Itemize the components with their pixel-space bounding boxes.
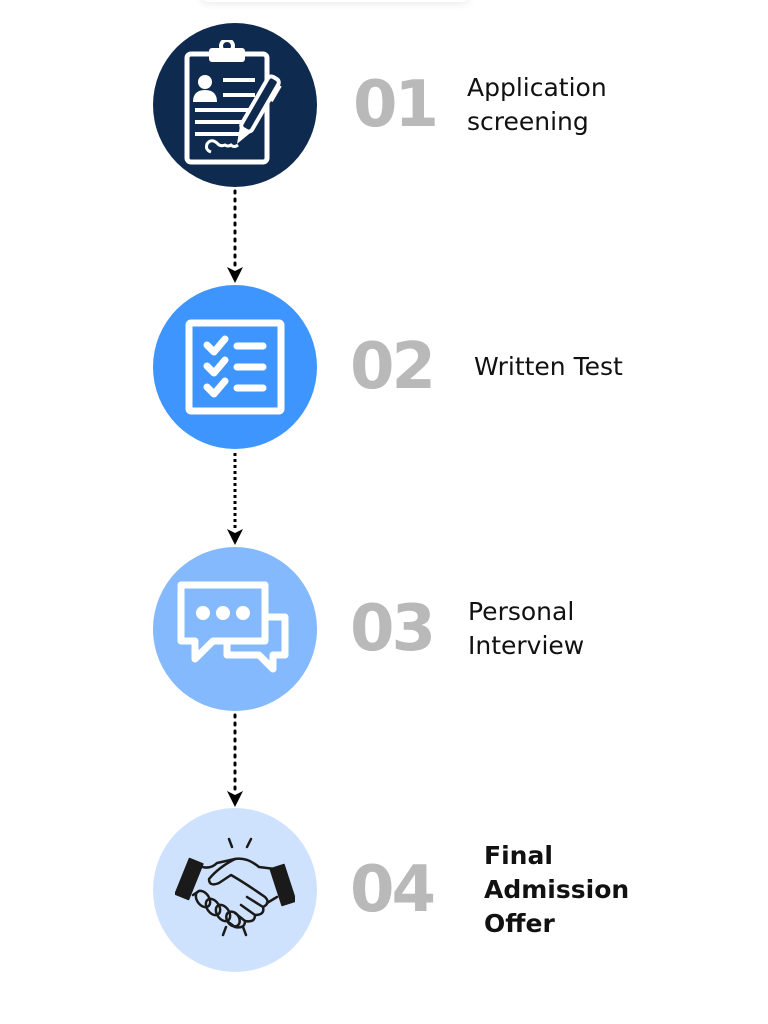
step-2-title-line-1: Written Test [474,352,623,381]
step-1-title-line-1: Application [467,73,607,102]
step-3-number: 03 [350,592,436,666]
step-3: 03 Personal Interview [0,547,768,711]
step-3-circle [153,547,317,711]
step-3-title-line-1: Personal [468,597,575,626]
step-1-title-line-2: screening [467,107,589,136]
step-4-number: 04 [350,853,436,927]
clipboard-signature-icon [184,40,282,165]
arrow-head-icon [227,267,243,283]
step-4: 04 Final Admission Offer [0,808,768,972]
step-1-number: 01 [353,68,439,142]
chat-bubbles-icon [177,581,289,673]
arrow-head-icon [227,791,243,807]
handshake-icon [175,837,295,937]
top-card-edge [200,0,470,2]
step-1-circle [153,23,317,187]
step-4-title-line-3: Offer [484,909,555,938]
connector-arrow-1 [227,189,243,283]
step-3-title: Personal Interview [468,595,584,663]
step-4-title-line-1: Final [484,841,553,870]
step-1: 01 Application screening [0,23,768,187]
connector-arrow-2 [227,453,243,545]
step-3-title-line-2: Interview [468,631,585,660]
step-4-title: Final Admission Offer [484,839,629,941]
step-2: 02 Written Test [0,285,768,449]
checklist-icon [185,319,285,415]
connector-arrow-3 [227,713,243,807]
step-1-title: Application screening [467,71,607,139]
step-2-number: 02 [350,330,436,404]
step-2-circle [153,285,317,449]
step-4-title-line-2: Admission [484,875,630,904]
step-2-title: Written Test [474,350,623,384]
arrow-head-icon [227,529,243,545]
step-4-circle [153,808,317,972]
